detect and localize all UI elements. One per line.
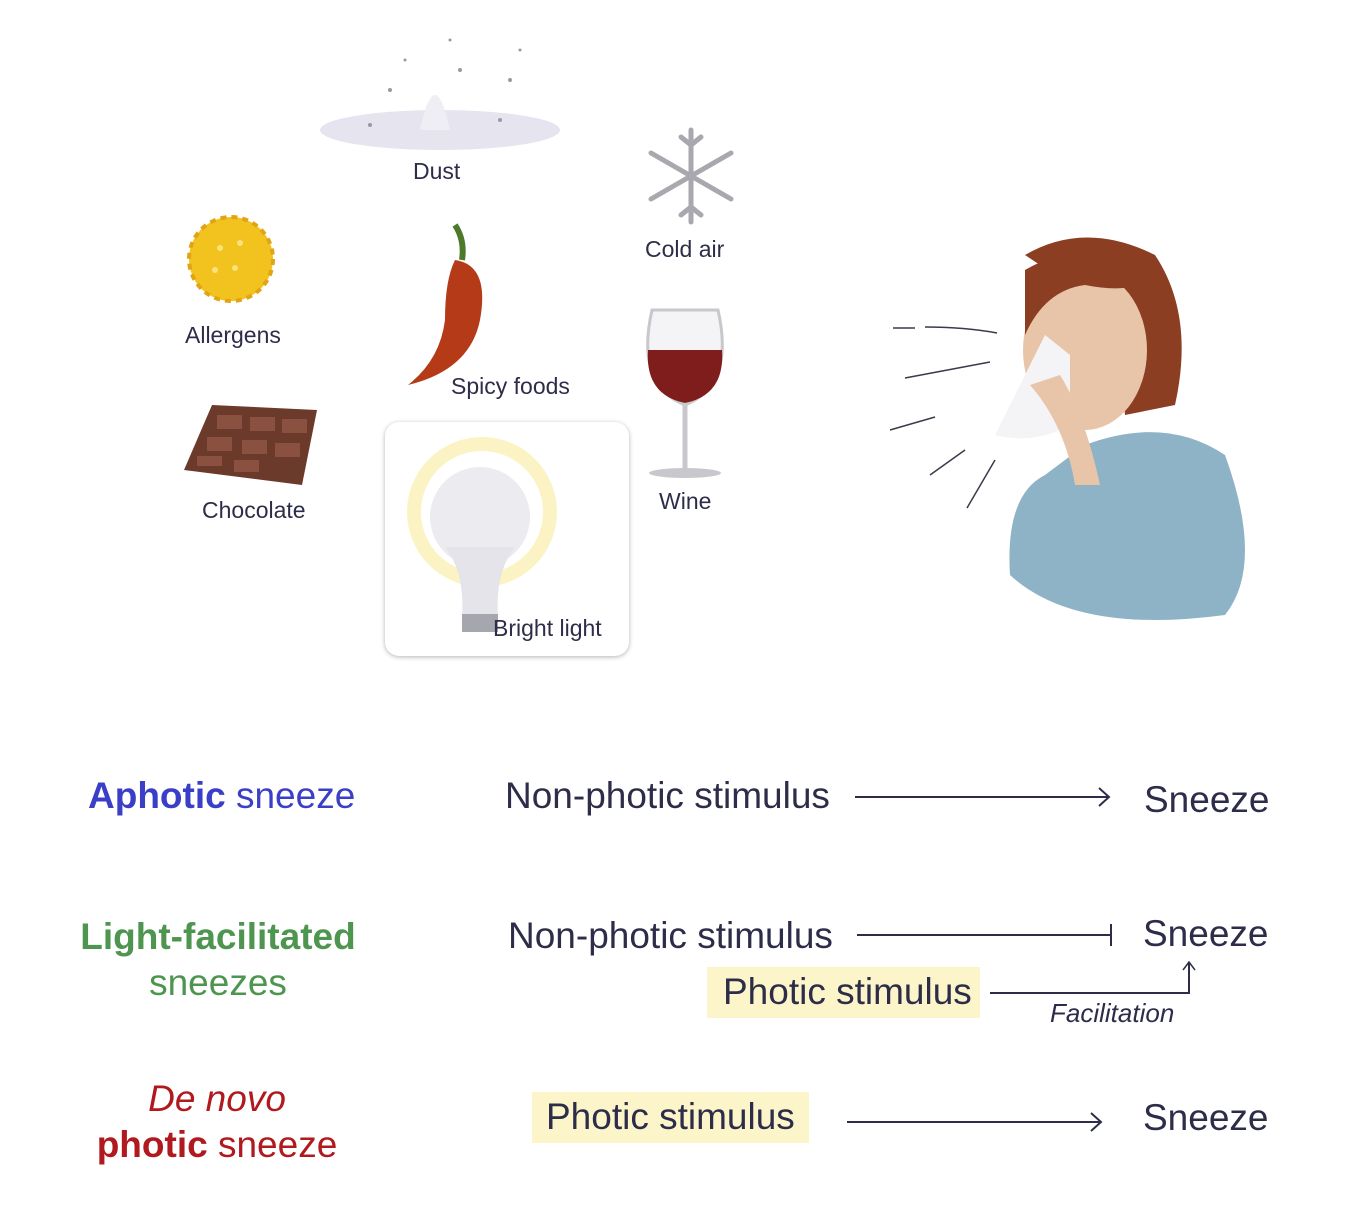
chocolate-bar-icon xyxy=(184,405,317,485)
light-facilitated-photic-stimulus: Photic stimulus xyxy=(707,967,980,1018)
light-facilitated-stimulus: Non-photic stimulus xyxy=(508,915,833,956)
arrow-activation xyxy=(855,787,1111,807)
label-spicy-foods: Spicy foods xyxy=(451,373,570,399)
aphotic-sneeze-title: Aphotic sneeze xyxy=(88,775,356,816)
dust-illustration xyxy=(320,38,560,150)
arrow-activation xyxy=(847,1112,1103,1132)
facilitation-label: Facilitation xyxy=(1050,998,1175,1028)
label-chocolate: Chocolate xyxy=(202,497,306,523)
arrow-inhibition xyxy=(857,924,1112,946)
label-bright-light: Bright light xyxy=(493,615,602,641)
aphotic-result: Sneeze xyxy=(1144,779,1270,820)
lightbulb-icon xyxy=(407,437,557,632)
label-dust: Dust xyxy=(413,158,461,184)
de-novo-result: Sneeze xyxy=(1143,1097,1269,1138)
aphotic-stimulus: Non-photic stimulus xyxy=(505,775,830,816)
label-wine: Wine xyxy=(659,488,712,514)
snowflake-icon xyxy=(648,127,734,225)
light-facilitated-result: Sneeze xyxy=(1143,913,1269,954)
sneezing-person-illustration xyxy=(889,237,1245,620)
allergen-pollen-icon xyxy=(187,215,275,303)
de-novo-stimulus: Photic stimulus xyxy=(532,1092,809,1143)
arrow-facilitation xyxy=(990,960,1196,994)
chili-pepper-icon xyxy=(408,223,483,385)
label-cold-air: Cold air xyxy=(645,236,725,262)
wine-glass-icon xyxy=(646,308,724,478)
label-allergens: Allergens xyxy=(185,322,281,348)
